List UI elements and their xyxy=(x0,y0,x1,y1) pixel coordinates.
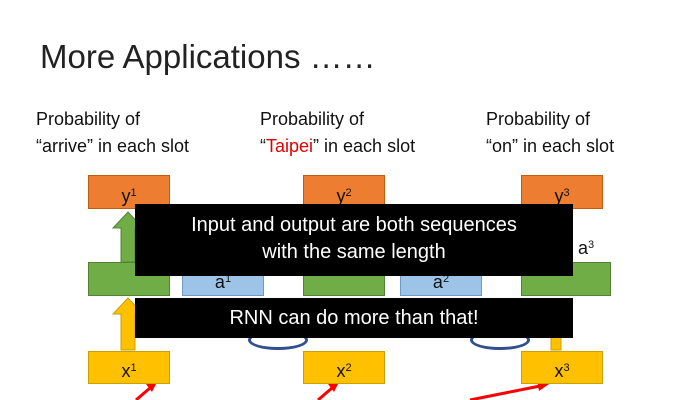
label-line1: Probability of xyxy=(260,109,365,129)
caption-line: Input and output are both sequences xyxy=(191,214,517,236)
red-arrow-icon xyxy=(328,382,339,392)
caption-banner-top: Input and output are both sequences with… xyxy=(135,204,573,276)
label-on: Probability of “on” in each slot xyxy=(486,106,614,160)
input-x2: x2 xyxy=(303,351,385,384)
hidden-layer-1 xyxy=(88,262,170,296)
recurrence-loop xyxy=(248,330,308,350)
label-taipei: Probability of “Taipei” in each slot xyxy=(260,106,415,160)
output-y3: y3 xyxy=(521,175,603,209)
label-line2: “Taipei” in each slot xyxy=(260,136,416,156)
label-line1: Probability of xyxy=(486,109,591,129)
memory-a3: a3 xyxy=(578,238,595,258)
red-arrow-icon xyxy=(146,382,157,392)
taipei-highlight: Taipei xyxy=(266,136,314,156)
output-y2: y2 xyxy=(303,175,385,209)
slide-title: More Applications …… xyxy=(40,38,376,75)
label-line1: Probability of xyxy=(36,109,141,129)
caption-line: with the same length xyxy=(262,241,446,263)
label-arrive: Probability of “arrive” in each slot xyxy=(36,106,189,160)
input-x1: x1 xyxy=(88,351,170,384)
label-line2: “on” in each slot xyxy=(486,136,615,156)
label-line2: “arrive” in each slot xyxy=(36,136,190,156)
input-x3: x3 xyxy=(521,351,603,384)
caption-banner-bottom: RNN can do more than that! xyxy=(135,298,573,338)
recurrence-loop xyxy=(470,330,530,350)
output-y1: y1 xyxy=(88,175,170,209)
